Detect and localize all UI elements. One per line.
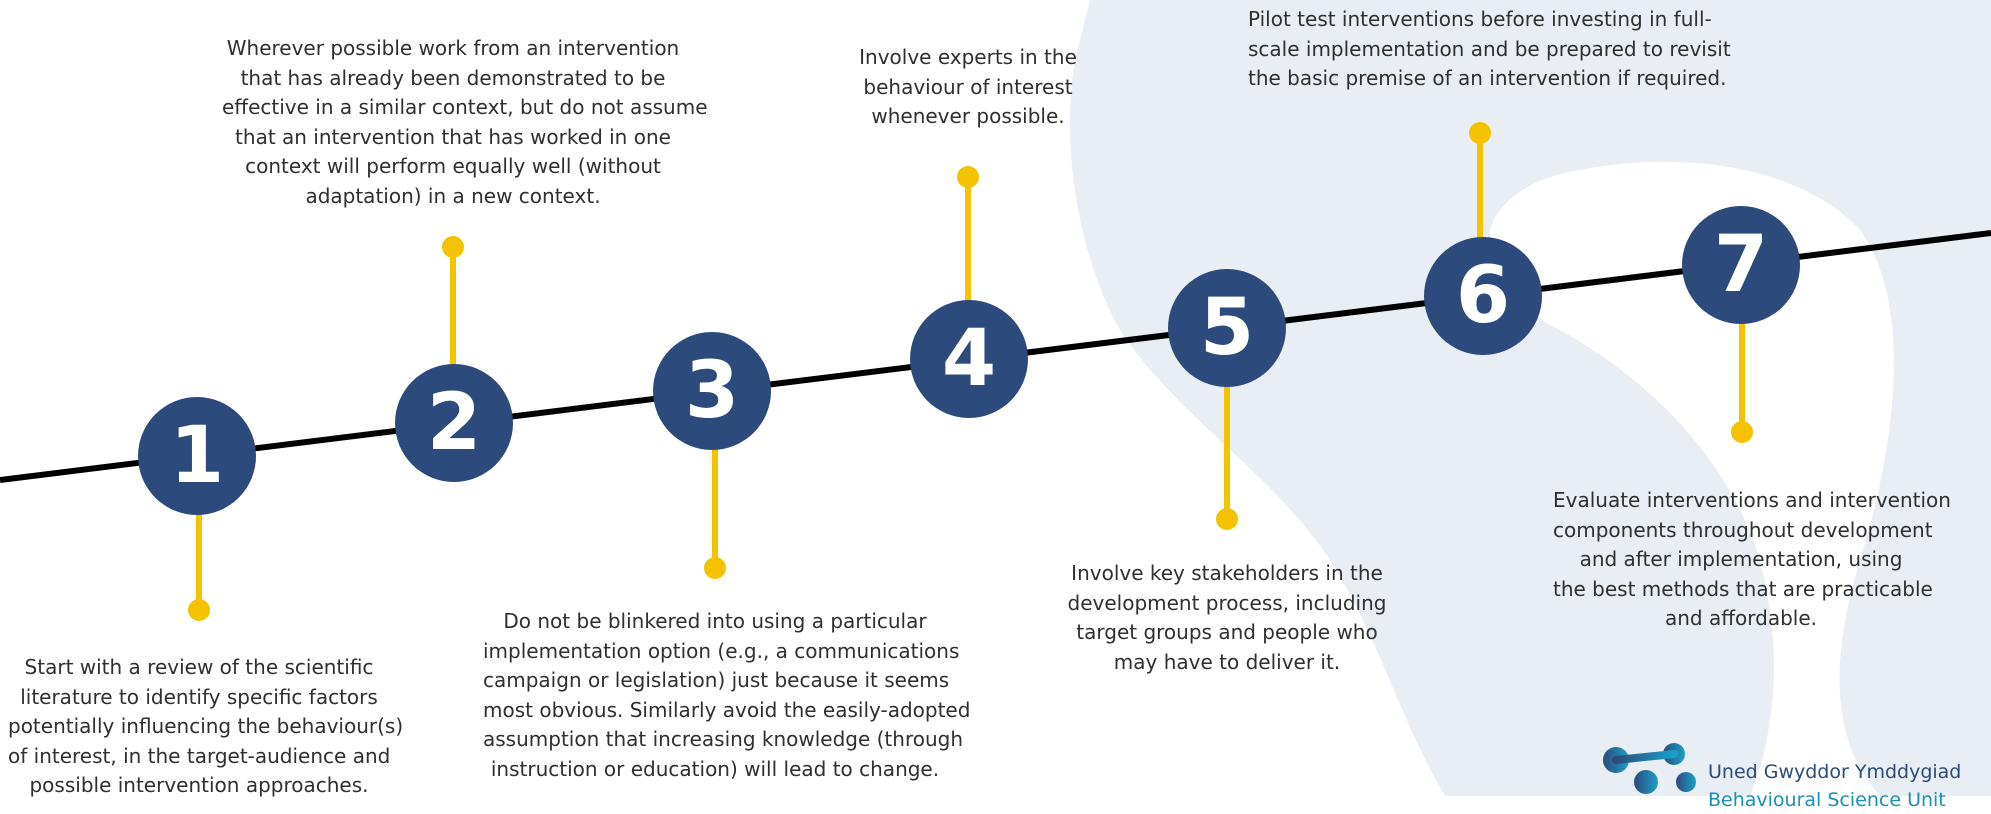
step-3-line: most obvious. Similarly avoid the easily… <box>483 697 971 722</box>
connector-dot-4 <box>957 166 979 188</box>
step-6-line: Pilot test interventions before investin… <box>1248 7 1712 31</box>
step-2-line: effective in a similar context, but do n… <box>222 95 708 119</box>
step-7-line: and affordable. <box>1665 606 1817 630</box>
connector-dot-1 <box>188 599 210 621</box>
step-5-circle: 5 <box>1168 269 1286 387</box>
step-7-line: components throughout development <box>1553 517 1933 542</box>
logo-line-1: Uned Gwyddor Ymddygiad <box>1708 761 1962 783</box>
step-3-circle: 3 <box>653 332 771 450</box>
step-5-line: Involve key stakeholders in the <box>1071 561 1383 585</box>
connector-dot-6 <box>1469 122 1491 144</box>
step-3-line: Do not be blinkered into using a particu… <box>503 609 927 633</box>
step-4-circle: 4 <box>910 300 1028 418</box>
step-7-text: Evaluate interventions and intervention … <box>1553 486 1951 634</box>
step-1-line: possible intervention approaches. <box>29 773 369 797</box>
step-1-text: Start with a review of the scientific li… <box>8 653 404 801</box>
step-6-circle: 6 <box>1424 237 1542 355</box>
step-6-line: scale implementation and be prepared to … <box>1248 36 1731 61</box>
step-1-circle: 1 <box>138 397 256 515</box>
step-7-line: the best methods that are practicable <box>1553 576 1933 601</box>
step-5-text: Involve key stakeholders in the developm… <box>1067 559 1387 677</box>
step-7-line: and after implementation, using <box>1579 547 1903 571</box>
molecule-logo-icon <box>1603 743 1696 794</box>
step-2-line: Wherever possible work from an intervent… <box>226 36 680 60</box>
step-7-circle: 7 <box>1682 206 1800 324</box>
step-5-line: target groups and people who <box>1076 620 1378 644</box>
connector-dot-7 <box>1731 421 1753 443</box>
step-4-line: Involve experts in the <box>859 45 1077 69</box>
step-5-line: development process, including <box>1067 590 1387 615</box>
logo-line-2: Behavioural Science Unit <box>1708 789 1946 811</box>
step-1-line: literature to identify specific factors <box>20 684 378 709</box>
background-blob-inner <box>1488 161 1894 796</box>
step-3-line: campaign or legislation) just because it… <box>483 668 950 692</box>
logo-text: Uned Gwyddor Ymddygiad Behavioural Scien… <box>1708 758 1961 814</box>
step-2-circle: 2 <box>395 364 513 482</box>
step-2-line: that has already been demonstrated to be <box>240 65 666 90</box>
step-4-line: whenever possible. <box>871 104 1065 128</box>
connector-dot-2 <box>442 236 464 258</box>
step-6-line: the basic premise of an intervention if … <box>1248 66 1727 90</box>
step-6-text: Pilot test interventions before investin… <box>1248 5 1731 94</box>
step-2-text: Wherever possible work from an intervent… <box>222 34 708 211</box>
step-2-line: that an intervention that has worked in … <box>235 124 671 149</box>
step-3-line: implementation option (e.g., a communica… <box>483 638 960 663</box>
step-5-line: may have to deliver it. <box>1113 649 1341 674</box>
step-1-line: potentially influencing the behaviour(s) <box>8 714 404 738</box>
step-7-line: Evaluate interventions and intervention <box>1553 488 1951 512</box>
connector-dot-3 <box>704 557 726 579</box>
step-1-line: Start with a review of the scientific <box>24 655 374 679</box>
connector-dot-5 <box>1216 508 1238 530</box>
background-shape <box>1070 0 1991 796</box>
step-4-text: Involve experts in the behaviour of inte… <box>858 43 1078 132</box>
step-3-line: instruction or education) will lead to c… <box>490 756 940 781</box>
step-4-line: behaviour of interest <box>863 74 1073 99</box>
step-3-line: assumption that increasing knowledge (th… <box>483 727 964 751</box>
step-1-line: of interest, in the target-audience and <box>8 743 391 768</box>
step-3-text: Do not be blinkered into using a particu… <box>483 607 971 784</box>
step-2-line: adaptation) in a new context. <box>305 183 601 208</box>
step-2-line: context will perform equally well (witho… <box>245 154 661 178</box>
